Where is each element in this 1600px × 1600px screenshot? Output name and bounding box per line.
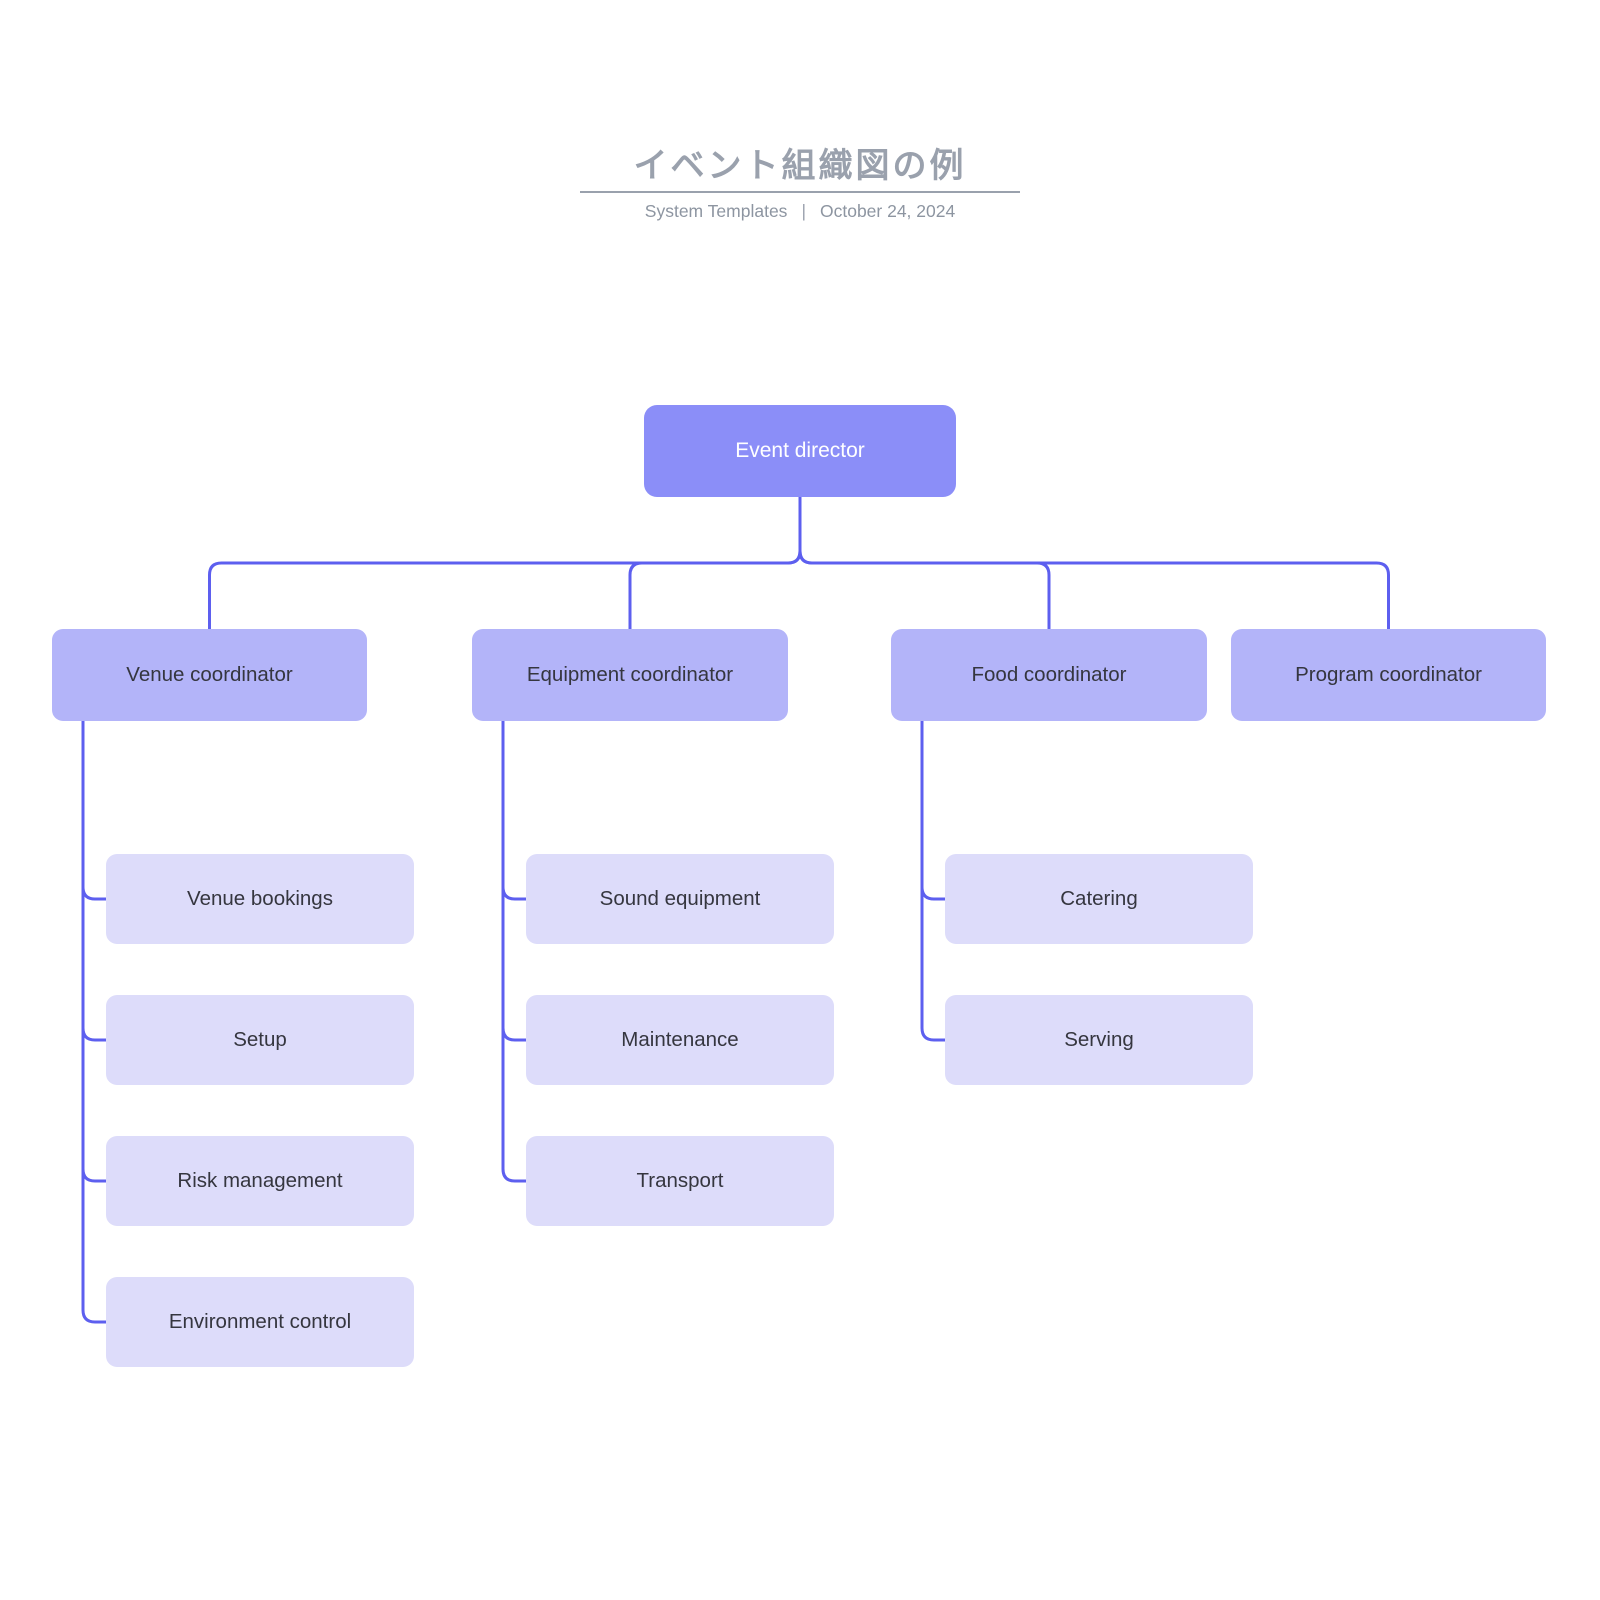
connector-root-equipment [628, 497, 802, 629]
node-label: Venue coordinator [126, 663, 293, 686]
connector-venue-child-1 [81, 721, 106, 901]
node-event-director[interactable]: Event director [644, 405, 956, 497]
subtitle-author: System Templates [644, 201, 788, 221]
node-sound-equipment[interactable]: Sound equipment [526, 854, 834, 944]
chart-title: イベント組織図の例 [633, 147, 967, 185]
subtitle-separator: | [801, 201, 806, 221]
node-label: Catering [1060, 887, 1138, 910]
connector-venue-child-4 [81, 721, 106, 1324]
node-label: Program coordinator [1295, 663, 1482, 686]
node-label: Setup [233, 1028, 287, 1051]
node-label: Venue bookings [187, 887, 333, 910]
node-setup[interactable]: Setup [106, 995, 414, 1085]
connector-equipment-child-2 [501, 721, 526, 1042]
node-label: Maintenance [621, 1028, 739, 1051]
node-label: Food coordinator [971, 663, 1127, 686]
node-food-coordinator[interactable]: Food coordinator [891, 629, 1207, 721]
node-label: Environment control [168, 1310, 352, 1333]
node-risk-management[interactable]: Risk management [106, 1136, 414, 1226]
node-label: Risk management [177, 1169, 343, 1192]
node-label: Equipment coordinator [526, 663, 734, 686]
node-catering[interactable]: Catering [945, 854, 1253, 944]
node-transport[interactable]: Transport [526, 1136, 834, 1226]
node-equipment-coordinator[interactable]: Equipment coordinator [472, 629, 788, 721]
node-environment-control[interactable]: Environment control [106, 1277, 414, 1367]
connector-equipment-child-3 [501, 721, 526, 1183]
connector-root-program [798, 497, 1390, 629]
title-divider [580, 191, 1020, 193]
node-venue-bookings[interactable]: Venue bookings [106, 854, 414, 944]
node-label: Event director [735, 439, 865, 462]
node-label: Transport [636, 1169, 724, 1192]
connector-equipment-child-1 [501, 721, 526, 901]
node-program-coordinator[interactable]: Program coordinator [1231, 629, 1546, 721]
connector-venue-child-3 [81, 721, 106, 1183]
node-label: Serving [1064, 1028, 1134, 1051]
node-venue-coordinator[interactable]: Venue coordinator [52, 629, 367, 721]
connector-venue-child-2 [81, 721, 106, 1042]
node-serving[interactable]: Serving [945, 995, 1253, 1085]
connector-food-child-2 [920, 721, 945, 1042]
subtitle-date: October 24, 2024 [819, 201, 956, 221]
node-label: Sound equipment [599, 887, 761, 910]
node-maintenance[interactable]: Maintenance [526, 995, 834, 1085]
connector-food-child-1 [920, 721, 945, 901]
chart-subtitle: System Templates | October 24, 2024 [0, 201, 1600, 222]
